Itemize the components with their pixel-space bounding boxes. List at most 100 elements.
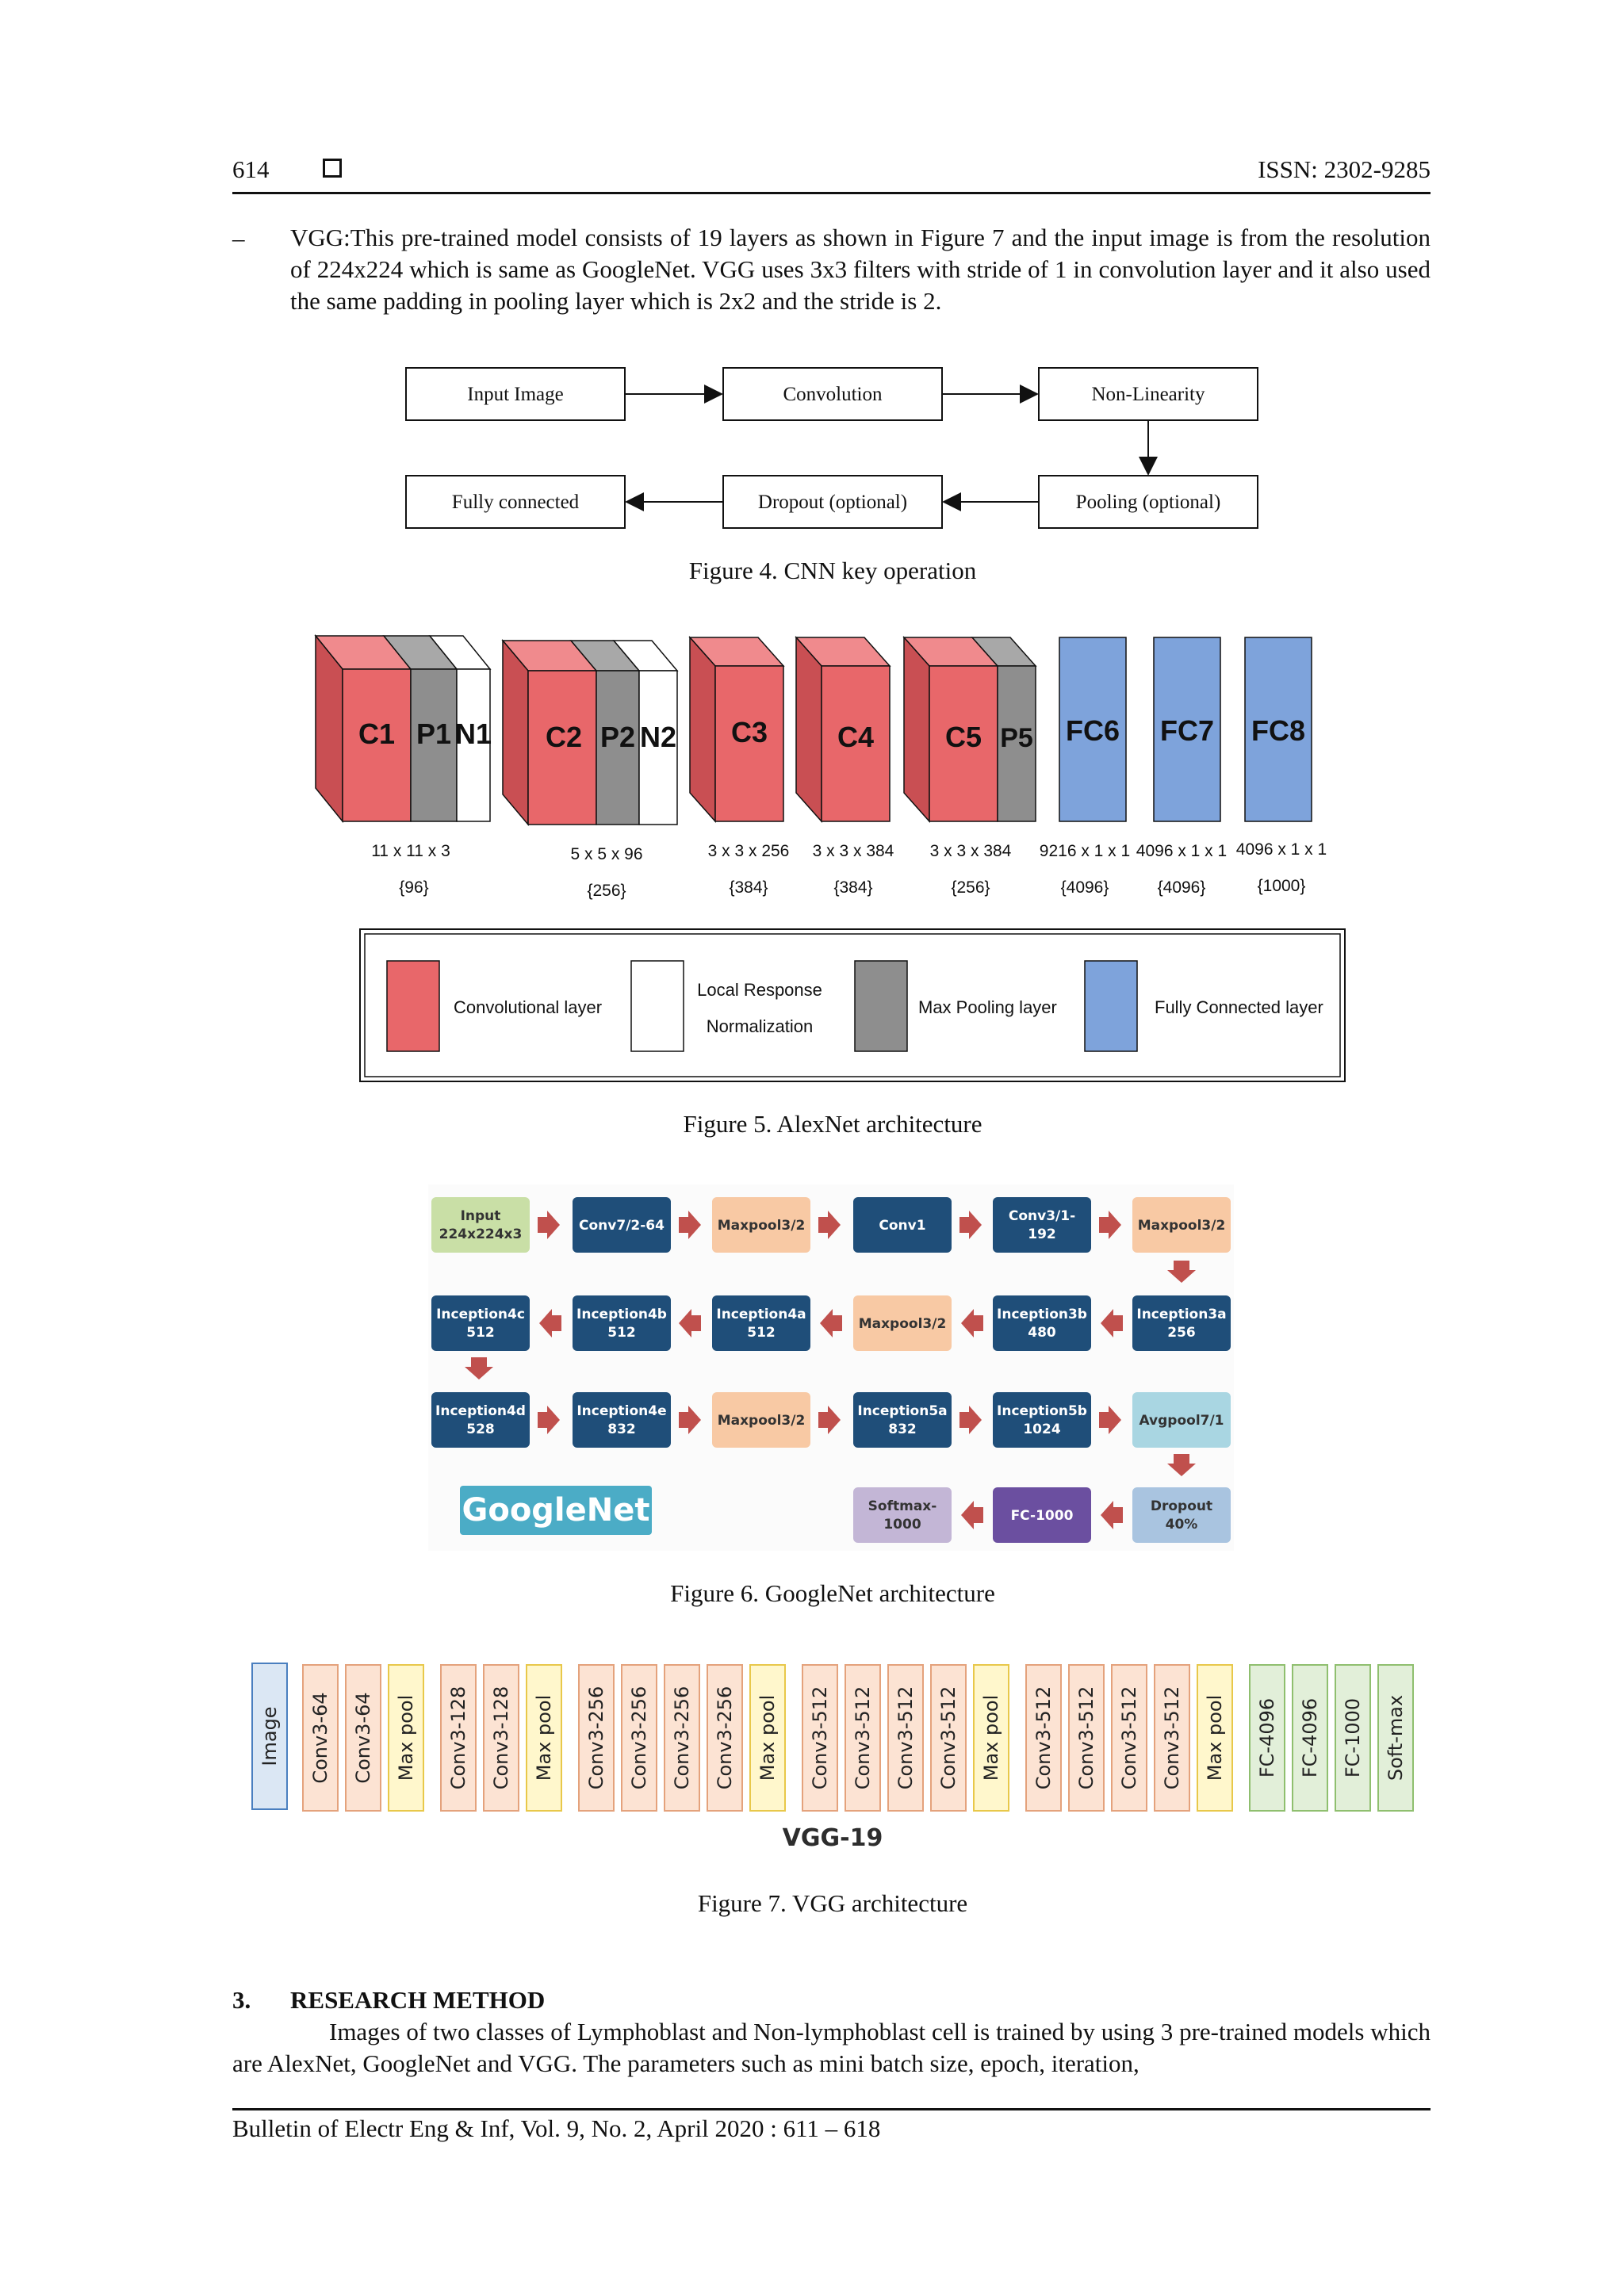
legend-pool: Max Pooling layer xyxy=(918,997,1057,1017)
dim-3: 3 x 3 x 256 xyxy=(708,842,790,860)
legend-swatch-pool xyxy=(854,960,908,1052)
vgg-block-label: Conv3-512 xyxy=(809,1686,831,1790)
gn-inc4b-1: Inception4b xyxy=(576,1307,667,1322)
vgg-block xyxy=(664,1664,700,1812)
header-rule xyxy=(232,192,1431,194)
layer-p1: P1 xyxy=(416,718,451,750)
dim-4: 3 x 3 x 384 xyxy=(813,842,894,860)
vgg-block xyxy=(1292,1664,1328,1812)
vgg-block-label: Max pool xyxy=(395,1695,417,1781)
box-dropout xyxy=(722,475,943,529)
dim-6: 9216 x 1 x 1 xyxy=(1040,842,1130,860)
dim-7: 4096 x 1 x 1 xyxy=(1136,842,1227,860)
vgg-block-label: Conv3-256 xyxy=(585,1686,607,1790)
layer-c4: C4 xyxy=(837,721,874,753)
alexnet-fc8 xyxy=(1244,637,1312,822)
gn-avgpool: Avgpool7/1 xyxy=(1139,1413,1224,1429)
dim-8: 4096 x 1 x 1 xyxy=(1236,840,1327,859)
vgg-block-label: FC-1000 xyxy=(1342,1698,1364,1777)
gn-softmax-2: 1000 xyxy=(883,1517,921,1533)
section-paragraph: Images of two classes of Lymphoblast and… xyxy=(232,2016,1431,2080)
vgg-block xyxy=(1068,1664,1105,1812)
vgg-block xyxy=(973,1664,1009,1812)
vgg-block xyxy=(483,1664,519,1812)
alexnet-c4: C4 xyxy=(795,636,891,823)
vgg-block-label: Conv3-512 xyxy=(937,1686,959,1790)
gn-conv7: Conv7/2-64 xyxy=(579,1218,665,1234)
dim-8b: {1000} xyxy=(1258,877,1306,895)
vgg-block-label: Conv3-256 xyxy=(671,1686,693,1790)
layer-c2: C2 xyxy=(546,721,582,753)
vgg-block xyxy=(251,1663,288,1810)
section-title: RESEARCH METHOD xyxy=(290,1986,546,2014)
gn-maxpool-2: Maxpool3/2 xyxy=(859,1316,947,1332)
vgg-block xyxy=(802,1664,838,1812)
googlenet-brand: GoogleNet xyxy=(462,1492,650,1529)
vgg-block xyxy=(345,1664,381,1812)
layer-n2: N2 xyxy=(640,721,676,753)
label-pooling: Pooling (optional) xyxy=(1076,492,1221,513)
dim-1: 11 x 11 x 3 xyxy=(371,842,450,860)
gn-dropout-1: Dropout xyxy=(1151,1498,1212,1514)
gn-dropout-2: 40% xyxy=(1166,1517,1198,1533)
footer-rule xyxy=(232,2108,1431,2110)
vgg-block-label: Conv3-512 xyxy=(894,1686,917,1790)
gn-input-2: 224x224x3 xyxy=(439,1226,523,1242)
gn-softmax-1: Softmax- xyxy=(868,1498,937,1514)
vgg-block xyxy=(388,1664,424,1812)
alexnet-fc7 xyxy=(1153,637,1221,822)
page-number: 614 xyxy=(232,155,270,183)
figure7-caption: Figure 7. VGG architecture xyxy=(697,1889,968,1917)
vgg-block-label: Max pool xyxy=(756,1695,779,1781)
gn-conv1: Conv1 xyxy=(879,1218,925,1234)
vgg-block xyxy=(1377,1664,1414,1812)
legend-swatch-fc xyxy=(1084,960,1138,1052)
figure4-caption: Figure 4. CNN key operation xyxy=(688,557,977,584)
box-convolution xyxy=(722,367,943,421)
label-dropout: Dropout (optional) xyxy=(758,492,907,513)
vgg-block-label: FC-4096 xyxy=(1256,1698,1278,1777)
vgg-block xyxy=(526,1664,562,1812)
gn-inc3b-1: Inception3b xyxy=(997,1307,1087,1322)
dim-5b: {256} xyxy=(951,878,990,897)
vgg-block xyxy=(440,1664,477,1812)
gn-inc4d-1: Inception4d xyxy=(435,1403,526,1419)
legend-swatch-conv xyxy=(386,960,440,1052)
legend-conv: Convolutional layer xyxy=(454,997,602,1017)
label-fully-connected: Fully connected xyxy=(452,492,580,513)
figure5-caption: Figure 5. AlexNet architecture xyxy=(683,1110,982,1138)
gn-inc4a-2: 512 xyxy=(747,1325,776,1341)
layer-c5: C5 xyxy=(945,721,982,753)
gn-inc4c-1: Inception4c xyxy=(436,1307,525,1322)
layer-p2: P2 xyxy=(600,721,635,753)
dim-7b: {4096} xyxy=(1158,878,1206,897)
label-input-image: Input Image xyxy=(467,384,563,405)
dim-2b: {256} xyxy=(587,882,626,900)
gn-inc4e-2: 832 xyxy=(607,1422,636,1437)
gn-maxpool-3: Maxpool3/2 xyxy=(718,1413,806,1429)
layer-p5: P5 xyxy=(1000,723,1033,753)
gn-inc5b-2: 1024 xyxy=(1023,1422,1060,1437)
label-non-linearity: Non-Linearity xyxy=(1091,384,1205,405)
gn-inc5a-1: Inception5a xyxy=(857,1403,947,1419)
vgg-block-label: Max pool xyxy=(980,1695,1002,1781)
legend-lrn-1: Local Response xyxy=(697,980,822,1000)
vgg-block xyxy=(1111,1664,1147,1812)
layer-fc8: FC8 xyxy=(1251,714,1305,747)
alexnet-group-5: C5 P5 xyxy=(902,636,1037,823)
gn-inc5a-2: 832 xyxy=(888,1422,917,1437)
issn: ISSN: 2302-9285 xyxy=(1258,155,1431,183)
vgg-block-label: Conv3-512 xyxy=(1118,1686,1140,1790)
section-paragraph-text: Images of two classes of Lymphoblast and… xyxy=(232,2018,1431,2077)
alexnet-group-2: C2 P2 N2 xyxy=(501,638,679,827)
gn-inc4a-1: Inception4a xyxy=(716,1307,806,1322)
gn-inc5b-1: Inception5b xyxy=(997,1403,1087,1419)
gn-input-1: Input xyxy=(461,1208,501,1224)
vgg-block-label: Conv3-512 xyxy=(1032,1686,1055,1790)
alexnet-fc6 xyxy=(1059,637,1127,822)
legend-swatch-lrn xyxy=(630,960,684,1052)
vgg-block xyxy=(1154,1664,1190,1812)
vgg-block-label: Max pool xyxy=(1204,1695,1226,1781)
vgg-block xyxy=(1025,1664,1062,1812)
bullet-dash: – xyxy=(232,224,245,252)
